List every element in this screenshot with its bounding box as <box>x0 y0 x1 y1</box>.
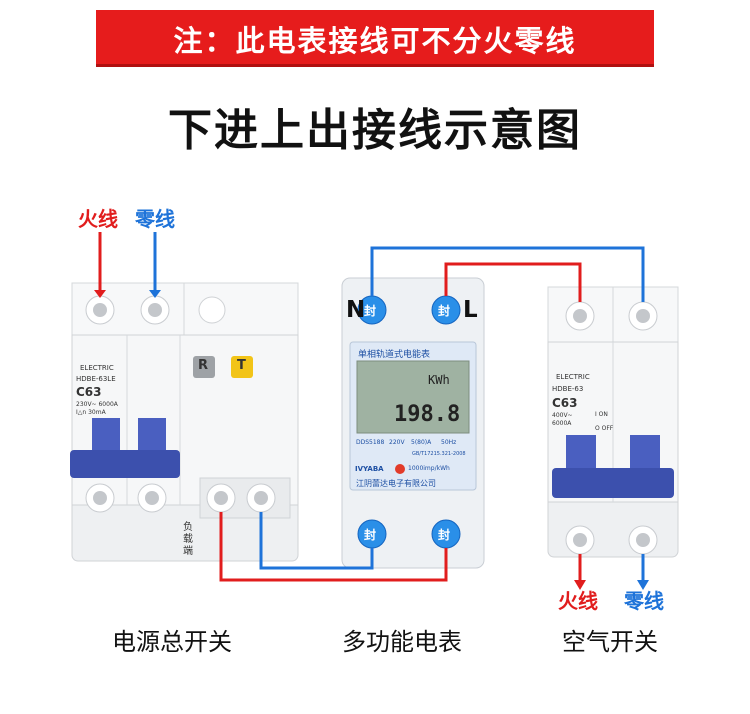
right-breaker-brand: ELECTRIC <box>556 373 590 381</box>
meter-model: DDS5188 <box>356 439 385 446</box>
air-switch-caption: 空气开关 <box>562 628 658 656</box>
left-live-label: 火线 <box>78 207 118 231</box>
right-neutral-label: 零线 <box>624 589 664 613</box>
seal-top-n: 封 <box>364 304 377 318</box>
reset-button: R <box>198 358 209 373</box>
notice-text: 注：此电表接线可不分火零线 <box>173 24 577 58</box>
meter-current: 5(80)A <box>411 439 432 446</box>
left-breaker-rating: C63 <box>76 385 102 399</box>
meter-unit: KWh <box>428 373 450 387</box>
meter-brand: IVYABA <box>355 465 384 473</box>
air-switch-device <box>547 286 679 558</box>
meter-l-label: L <box>463 297 478 323</box>
notice-banner: 注：此电表接线可不分火零线 <box>96 10 654 64</box>
main-switch-device <box>70 282 299 562</box>
meter-voltage: 220V <box>389 439 405 446</box>
seal-bottom-n: 封 <box>364 528 377 542</box>
right-breaker-model: HDBE-63 <box>552 385 584 393</box>
left-breaker-brand: ELECTRIC <box>80 364 114 372</box>
left-breaker-specs: 230V~ 6000A I△n 30mA <box>76 401 118 416</box>
right-breaker-specs: 400V~ 6000A <box>552 412 573 427</box>
right-breaker-rating: C63 <box>552 396 578 410</box>
right-live-label: 火线 <box>558 589 598 613</box>
main-switch-caption: 电源总开关 <box>112 628 232 656</box>
meter-impulse: 1000imp/kWh <box>408 465 450 472</box>
meter-n-label: N <box>346 297 366 323</box>
meter-caption: 多功能电表 <box>342 628 462 656</box>
seal-top-l: 封 <box>438 304 451 318</box>
load-side-label: 负载端 <box>183 522 193 557</box>
wires <box>94 232 649 590</box>
right-breaker-off: O OFF <box>595 425 614 432</box>
seal-bottom-l: 封 <box>438 528 451 542</box>
test-button: T <box>237 358 246 373</box>
page-title: 下进上出接线示意图 <box>168 105 582 156</box>
meter-header: 单相轨道式电能表 <box>358 350 431 360</box>
meter-device <box>341 277 485 569</box>
right-breaker-on: I ON <box>595 411 608 418</box>
left-neutral-label: 零线 <box>135 207 175 231</box>
meter-standard: GB/T17215.321-2008 <box>412 451 466 457</box>
meter-reading: 198.8 <box>394 402 461 427</box>
meter-frequency: 50Hz <box>441 439 457 446</box>
left-breaker-model: HDBE-63LE <box>76 375 116 383</box>
meter-company: 江阴蕾达电子有限公司 <box>356 479 436 488</box>
